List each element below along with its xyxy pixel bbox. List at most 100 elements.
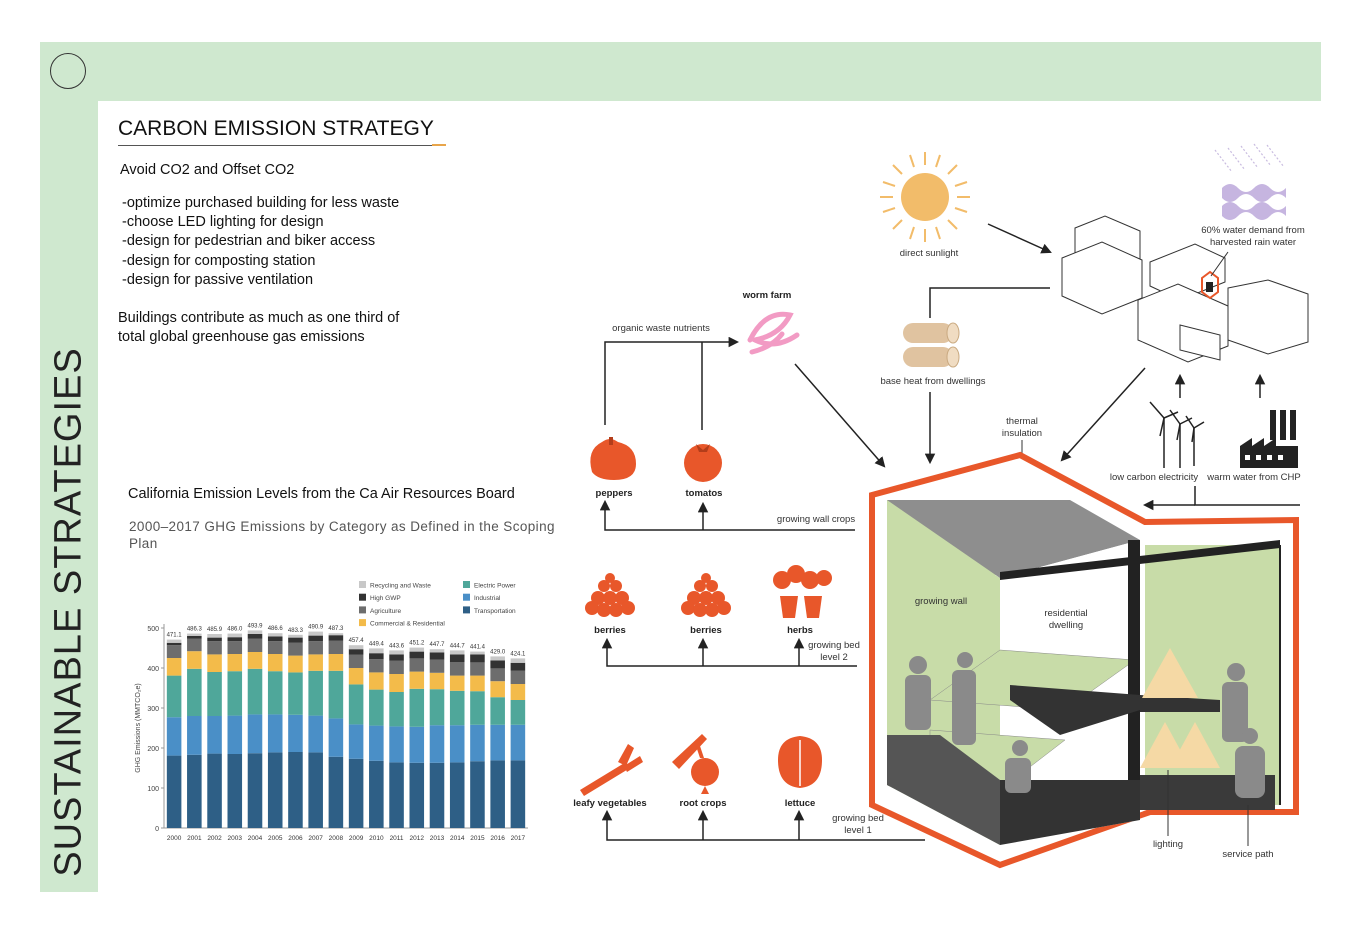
x-tick-label: 2004 — [248, 835, 263, 842]
bar-segment — [187, 668, 202, 716]
bar-segment — [207, 654, 222, 672]
bar-total-label: 444.7 — [450, 643, 466, 649]
bar-segment — [449, 675, 465, 691]
arrow-wall-to-peppers — [599, 499, 855, 531]
pepper-icon — [590, 437, 636, 480]
bar-segment — [166, 642, 182, 646]
bar-segment — [490, 681, 505, 698]
bar-segment — [429, 672, 445, 690]
bar-segment — [369, 760, 384, 828]
label-residential-dwelling: dwelling — [1049, 620, 1083, 631]
bar-segment — [308, 635, 323, 642]
bar-segment — [409, 762, 425, 828]
bar-segment — [267, 633, 283, 637]
bar-segment — [247, 753, 263, 828]
bar-total-label: 441.4 — [470, 645, 486, 651]
y-axis-label: GHG Emissions (MMTCO₂e) — [135, 683, 142, 772]
bar-segment — [328, 718, 344, 757]
label-worm-farm: worm farm — [742, 290, 792, 301]
strategy-subtitle: Avoid CO2 and Offset CO2 — [120, 162, 295, 178]
bar-segment — [490, 656, 505, 661]
bar-segment — [409, 647, 425, 652]
label-root-crops: root crops — [680, 798, 727, 809]
bar-segment — [490, 760, 505, 828]
bar-segment — [510, 684, 526, 700]
y-tick-label: 500 — [147, 626, 159, 633]
legend-swatch — [463, 581, 470, 588]
bar-segment — [207, 637, 222, 642]
title-underline-accent — [432, 144, 446, 146]
arrow-bed1-to-leafy — [601, 809, 925, 841]
bar-segment — [328, 654, 344, 671]
y-tick-label: 100 — [147, 786, 159, 793]
bar-total-label: 486.6 — [268, 626, 284, 632]
bar-segment — [328, 635, 344, 641]
bar-segment — [429, 649, 445, 653]
bar-segment — [166, 658, 182, 676]
circle-icon — [50, 53, 86, 89]
bar-segment — [247, 668, 263, 715]
bar-segment — [288, 655, 303, 673]
strategy-paragraph-line: total global greenhouse gas emissions — [118, 329, 365, 345]
worm-icon — [747, 311, 800, 355]
label-organic-waste: organic waste nutrients — [612, 323, 710, 334]
bar-segment — [328, 756, 344, 828]
strategy-title: CARBON EMISSION STRATEGY — [118, 117, 434, 140]
bar-segment — [389, 692, 404, 727]
bar-segment — [207, 672, 222, 716]
bar-segment — [227, 637, 243, 642]
bar-segment — [288, 714, 303, 752]
bar-segment — [227, 654, 243, 672]
bar-segment — [369, 648, 384, 654]
x-tick-label: 2001 — [187, 835, 202, 842]
strategy-paragraph-line: Buildings contribute as much as one thir… — [118, 310, 400, 326]
bar-segment — [369, 672, 384, 690]
bar-total-label: 443.6 — [389, 643, 405, 649]
bar-segment — [267, 654, 283, 672]
y-tick-label: 300 — [147, 706, 159, 713]
bar-segment — [449, 725, 465, 763]
bar-segment — [449, 662, 465, 676]
strategy-bullet: -design for passive ventilation — [122, 272, 314, 288]
label-peppers: peppers — [596, 488, 633, 499]
bar-segment — [247, 652, 263, 669]
bar-segment — [187, 716, 202, 755]
label-base-heat: base heat from dwellings — [880, 376, 985, 387]
bar-segment — [207, 634, 222, 638]
chart-title: 2000–2017 GHG Emissions by Category as D… — [129, 519, 555, 551]
arrow-building-to-dwelling — [1060, 367, 1146, 462]
bar-segment — [348, 758, 364, 828]
bar-segment — [490, 660, 505, 669]
vertical-section-title: SUSTAINABLE STRATEGIES — [47, 347, 90, 877]
legend-label: Transportation — [474, 608, 516, 615]
bar-segment — [510, 700, 526, 725]
bar-segment — [227, 641, 243, 654]
dwelling-section-illustration — [869, 451, 1299, 869]
tomato-icon — [684, 444, 722, 482]
heat-cylinders-icon — [903, 322, 960, 368]
bar-segment — [429, 652, 445, 660]
berries-icon — [585, 573, 635, 617]
bar-segment — [308, 631, 323, 636]
bar-segment — [470, 654, 485, 663]
bar-segment — [348, 649, 364, 655]
bar-segment — [449, 690, 465, 726]
label-growing-bed-2: growing bed — [808, 640, 860, 651]
bar-segment — [348, 645, 364, 650]
arrow-bed2-to-berries — [601, 637, 857, 667]
legend-label: Industrial — [474, 595, 501, 602]
bar-segment — [308, 670, 323, 716]
bar-segment — [470, 761, 485, 828]
bar-segment — [308, 752, 323, 828]
label-growing-wall: growing wall — [915, 596, 967, 607]
label-berries: berries — [594, 625, 626, 636]
bar-segment — [267, 714, 283, 753]
bar-segment — [348, 654, 364, 668]
bar-segment — [409, 671, 425, 689]
bar-total-label: 424.1 — [510, 651, 526, 657]
x-tick-label: 2003 — [228, 835, 243, 842]
label-direct-sunlight: direct sunlight — [900, 248, 959, 259]
bar-total-label: 493.9 — [247, 623, 263, 629]
legend-label: Agriculture — [370, 608, 401, 615]
